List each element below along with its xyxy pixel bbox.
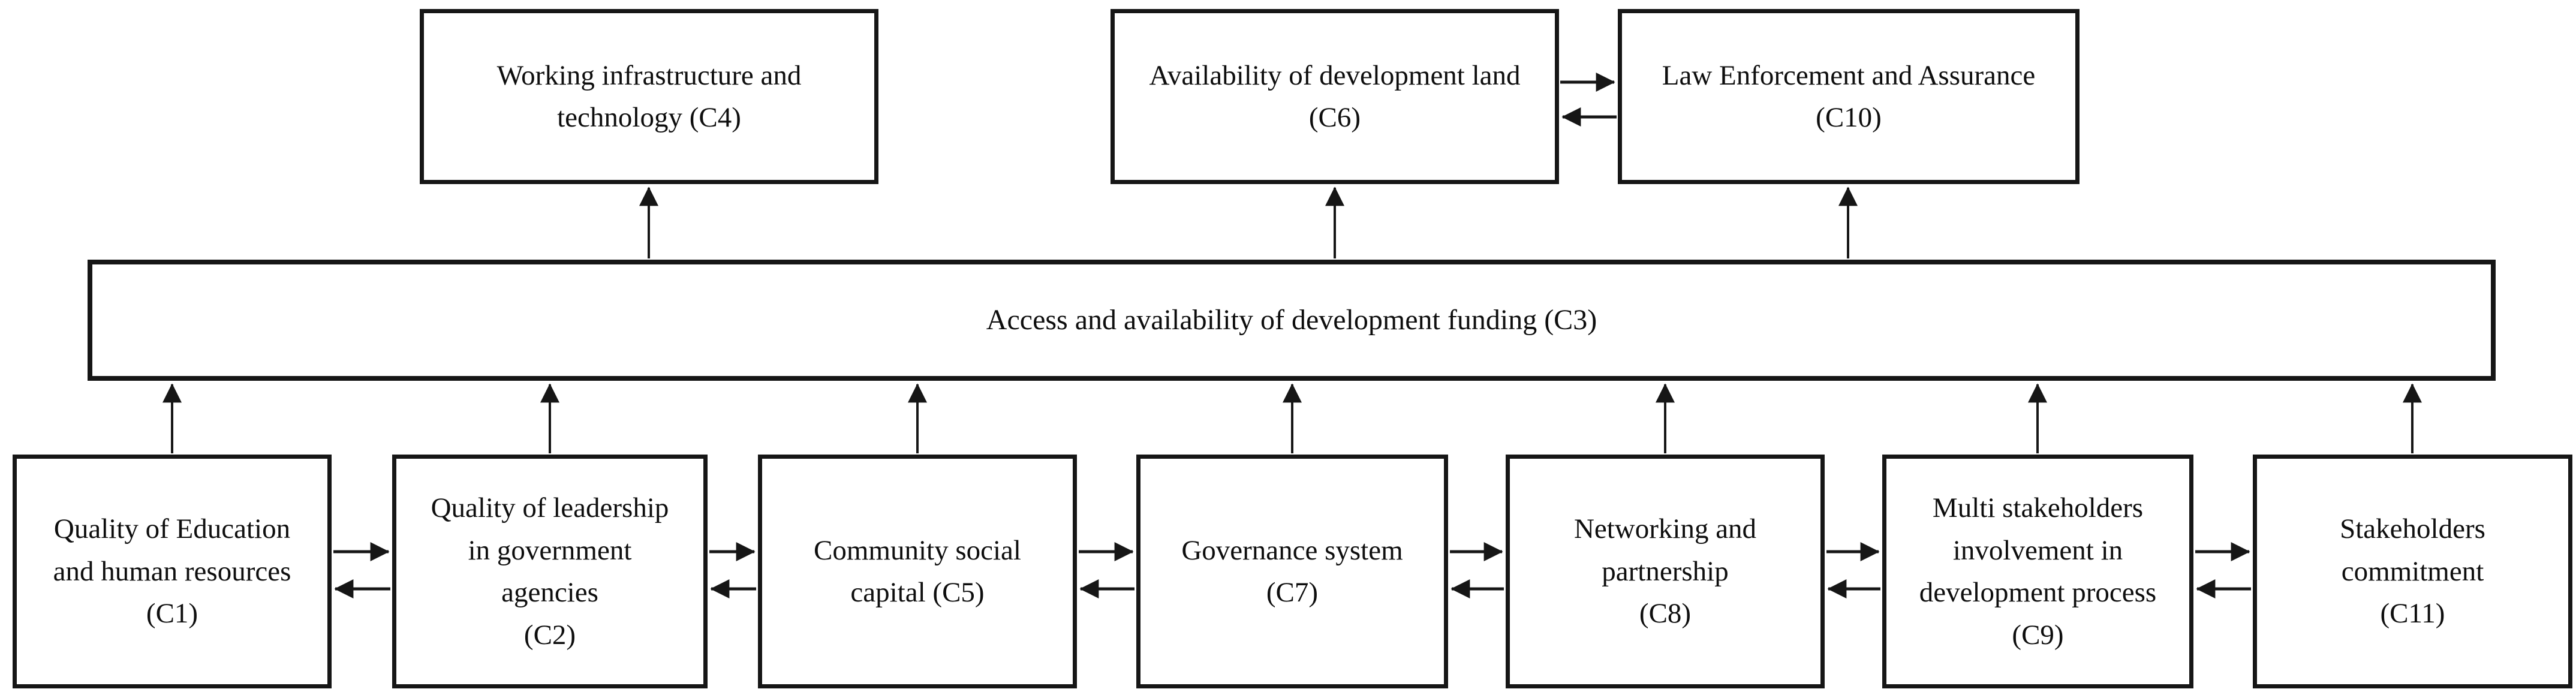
node-c7: Governance system (C7) — [1136, 455, 1448, 688]
node-c8: Networking and partnership (C8) — [1506, 455, 1825, 688]
node-c3: Access and availability of development f… — [88, 260, 2496, 381]
node-c6: Availability of development land (C6) — [1111, 9, 1559, 184]
node-c10: Law Enforcement and Assurance (C10) — [1618, 9, 2080, 184]
node-c11: Stakeholders commitment (C11) — [2253, 455, 2572, 688]
node-c4: Working infrastructure and technology (C… — [420, 9, 878, 184]
node-c9: Multi stakeholders involvement in develo… — [1882, 455, 2193, 688]
node-c2: Quality of leadership in government agen… — [392, 455, 708, 688]
node-c5: Community social capital (C5) — [758, 455, 1077, 688]
node-c1: Quality of Education and human resources… — [13, 455, 332, 688]
